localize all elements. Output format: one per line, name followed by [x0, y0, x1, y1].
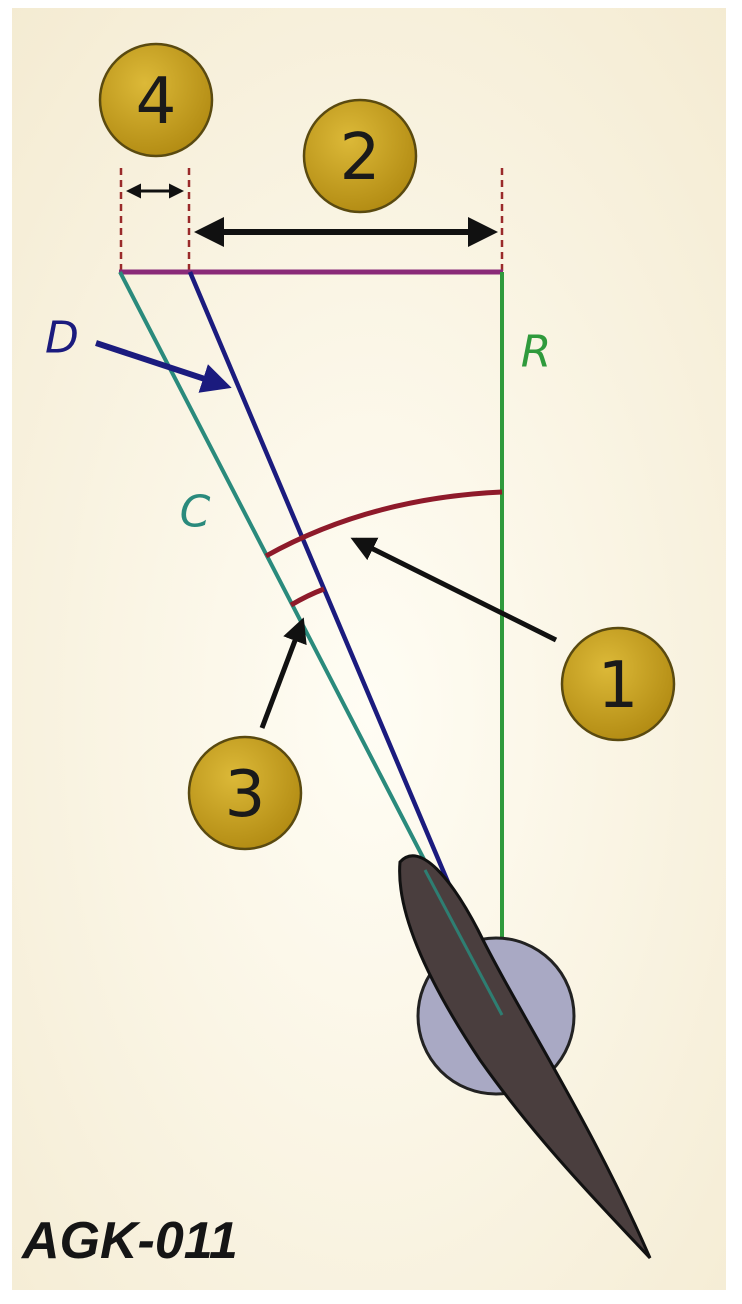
label-c: C — [180, 487, 211, 538]
label-r: R — [521, 327, 552, 378]
badge-4: 4 — [98, 42, 214, 158]
badge-3: 3 — [187, 735, 303, 851]
angle-arc-small — [289, 586, 325, 608]
pointer-arrow-1 — [350, 537, 558, 643]
figure-code: AGK-011 — [20, 1212, 238, 1270]
svg-text:2: 2 — [340, 121, 381, 195]
badge-1: 1 — [560, 626, 676, 742]
label-d: D — [45, 313, 79, 364]
propeller-blade — [398, 854, 652, 1260]
badge-2: 2 — [302, 98, 418, 214]
svg-text:4: 4 — [136, 65, 177, 139]
svg-text:3: 3 — [225, 758, 266, 832]
blade-chord-line — [423, 869, 504, 1016]
pointer-arrow-3 — [259, 617, 307, 729]
svg-text:1: 1 — [598, 649, 639, 723]
angle-arc-large — [264, 489, 503, 559]
pointer-arrow-d — [95, 340, 232, 393]
